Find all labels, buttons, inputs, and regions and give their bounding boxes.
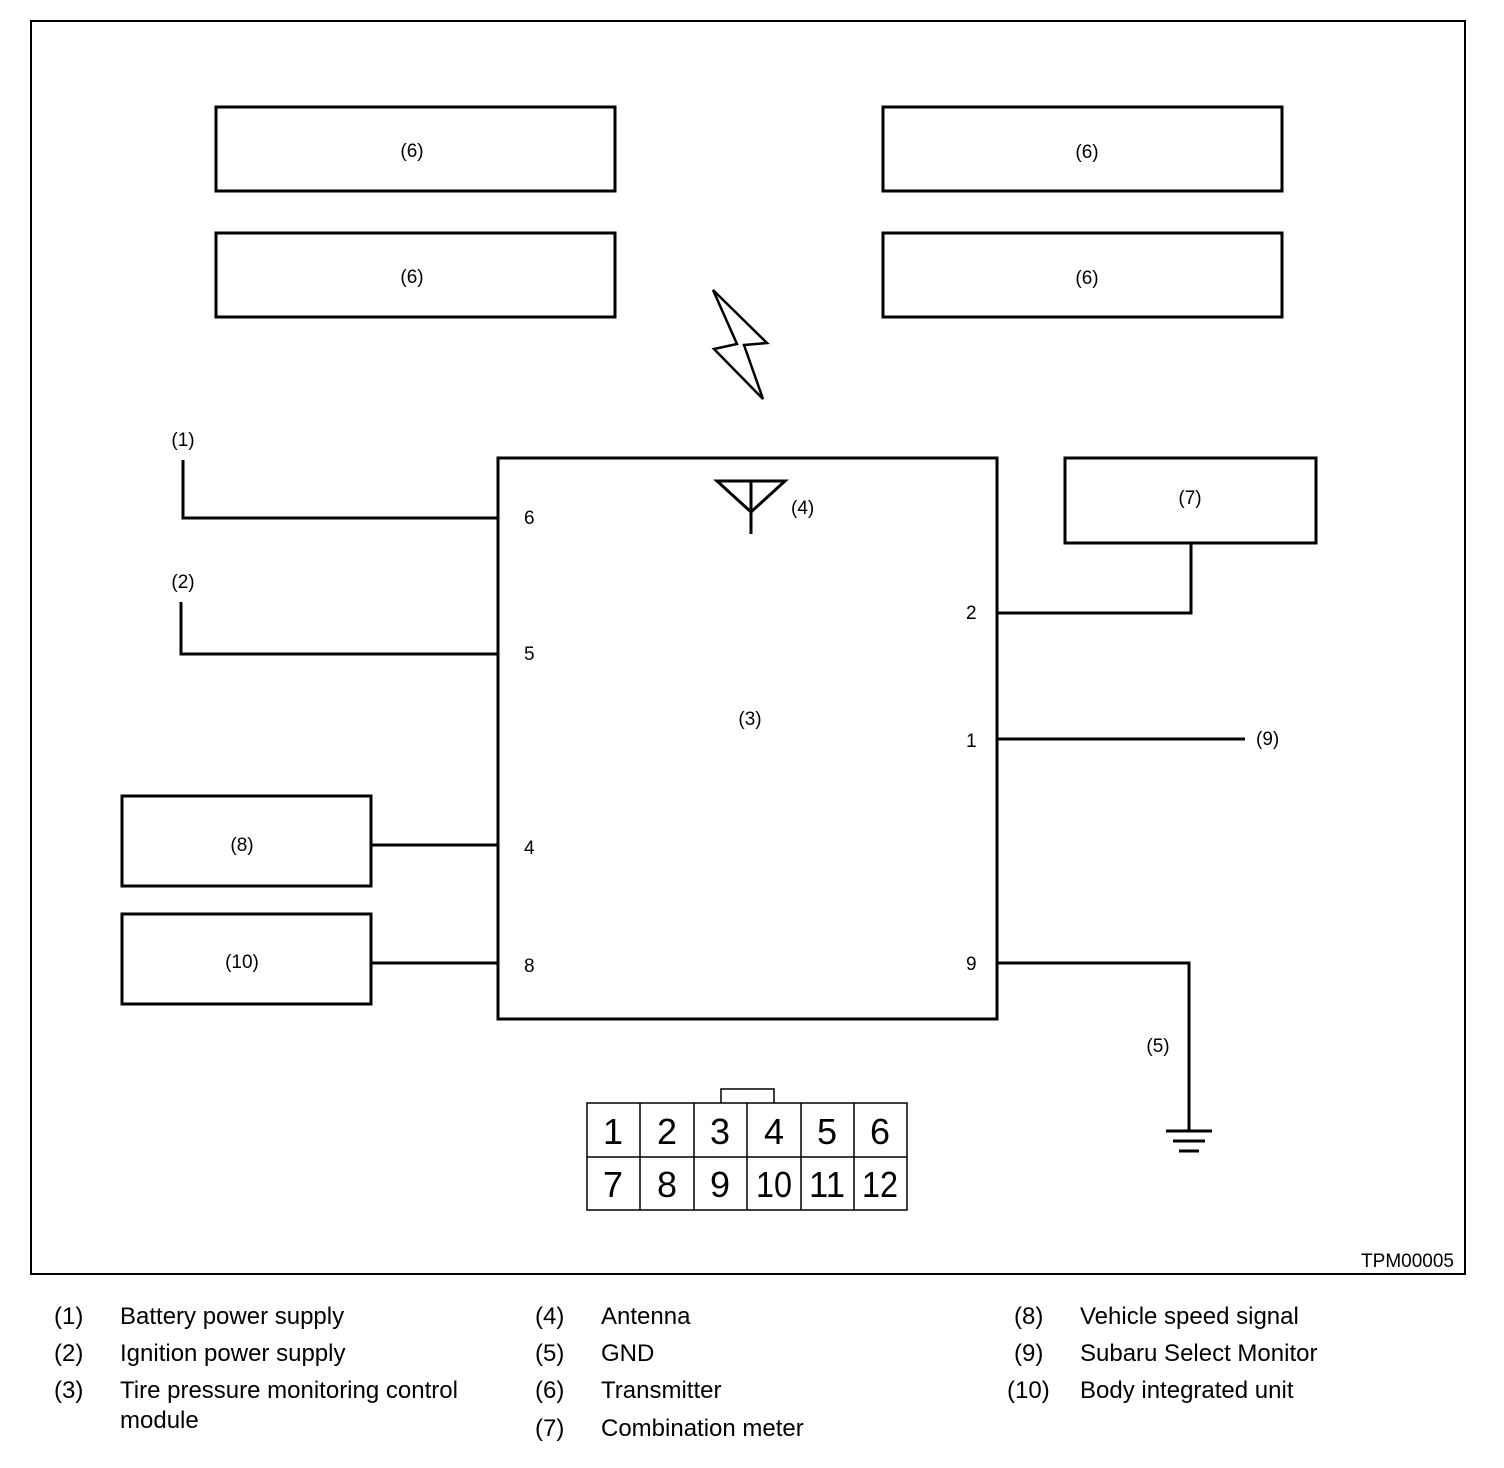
ground-icon	[1166, 1129, 1212, 1153]
connector-pin: 3	[710, 1111, 730, 1152]
speed-signal-label: (8)	[230, 835, 253, 856]
legend-number: (6)	[535, 1377, 565, 1404]
legend-text: Tire pressure monitoring control module	[120, 1377, 458, 1434]
legend-number: (8)	[1014, 1303, 1044, 1330]
combination-meter-box: (7)	[997, 456, 1318, 615]
battery-label: (1)	[171, 430, 194, 451]
pin-number: 6	[524, 508, 535, 529]
legend-text: Battery power supply	[120, 1303, 345, 1330]
diagram-frame	[30, 20, 1466, 1275]
legend-number: (7)	[535, 1415, 565, 1442]
connector-pin: 1	[603, 1111, 623, 1152]
connector-pin: 10	[756, 1164, 792, 1205]
connector-pin: 11	[809, 1164, 845, 1205]
body-integrated-unit-box: (10)	[120, 912, 498, 1006]
ground-wire: (5)	[997, 961, 1212, 1153]
connector-pin: 4	[764, 1111, 784, 1152]
transmitter-label: (6)	[400, 267, 423, 288]
figure-code: TPM00005	[1361, 1251, 1454, 1272]
pin-number: 9	[966, 954, 977, 975]
legend-number: (5)	[535, 1340, 565, 1367]
legend-number: (4)	[535, 1303, 565, 1330]
select-monitor-label: (9)	[1256, 729, 1279, 750]
connector-pin: 6	[870, 1111, 890, 1152]
connector-pinout: 1 2 3 4 5 6 7 8 9 10 11 12	[586, 1088, 908, 1211]
pin-number: 1	[966, 731, 977, 752]
legend-number: (2)	[54, 1340, 84, 1367]
legend-text: Subaru Select Monitor	[1080, 1340, 1318, 1367]
legend-text: Transmitter	[601, 1377, 722, 1404]
combination-meter-label: (7)	[1178, 488, 1201, 509]
connector-pin: 12	[862, 1164, 898, 1205]
body-unit-label: (10)	[225, 952, 259, 973]
legend-text: Body integrated unit	[1080, 1377, 1294, 1404]
pin-number: 8	[524, 956, 535, 977]
connector-pin: 8	[657, 1164, 677, 1205]
wiring-diagram: (6) (6) (6) (6) (3) (4) 6 5 4 8 2 1 9	[30, 20, 1466, 1275]
ignition-power-wire: (2)	[171, 572, 498, 656]
transmitter-label: (6)	[1075, 142, 1098, 163]
pin-number: 4	[524, 838, 535, 859]
gnd-label: (5)	[1146, 1036, 1169, 1057]
control-module-label: (3)	[738, 709, 761, 730]
connector-pin: 7	[603, 1164, 623, 1205]
transmitter-label: (6)	[1075, 268, 1098, 289]
vehicle-speed-signal-box: (8)	[120, 794, 498, 888]
connector-pin: 9	[710, 1164, 730, 1205]
control-module: (3) (4) 6 5 4 8 2 1 9	[496, 456, 999, 1021]
legend-text: Ignition power supply	[120, 1340, 346, 1367]
pin-number: 2	[966, 603, 977, 624]
radio-signal-icon	[711, 289, 770, 400]
pin-number: 5	[524, 644, 535, 665]
legend-text: Antenna	[601, 1303, 691, 1330]
transmitter-front-left: (6)	[214, 105, 617, 193]
connector-pin: 2	[657, 1111, 677, 1152]
legend-number: (3)	[54, 1377, 84, 1404]
legend-number: (10)	[1007, 1377, 1050, 1404]
transmitter-front-right: (6)	[881, 105, 1284, 193]
transmitter-label: (6)	[400, 141, 423, 162]
ignition-label: (2)	[171, 572, 194, 593]
select-monitor-wire: (9)	[997, 729, 1279, 750]
legend-number: (1)	[54, 1303, 84, 1330]
legend-text: GND	[601, 1340, 655, 1367]
transmitter-rear-left: (6)	[214, 231, 617, 319]
legend-text: Combination meter	[601, 1415, 804, 1442]
antenna-icon	[713, 479, 789, 534]
legend-text: Vehicle speed signal	[1080, 1303, 1299, 1330]
transmitter-rear-right: (6)	[881, 231, 1284, 319]
antenna-label: (4)	[791, 498, 814, 519]
connector-pin: 5	[817, 1111, 837, 1152]
legend-number: (9)	[1014, 1340, 1044, 1367]
battery-power-wire: (1)	[171, 430, 498, 520]
